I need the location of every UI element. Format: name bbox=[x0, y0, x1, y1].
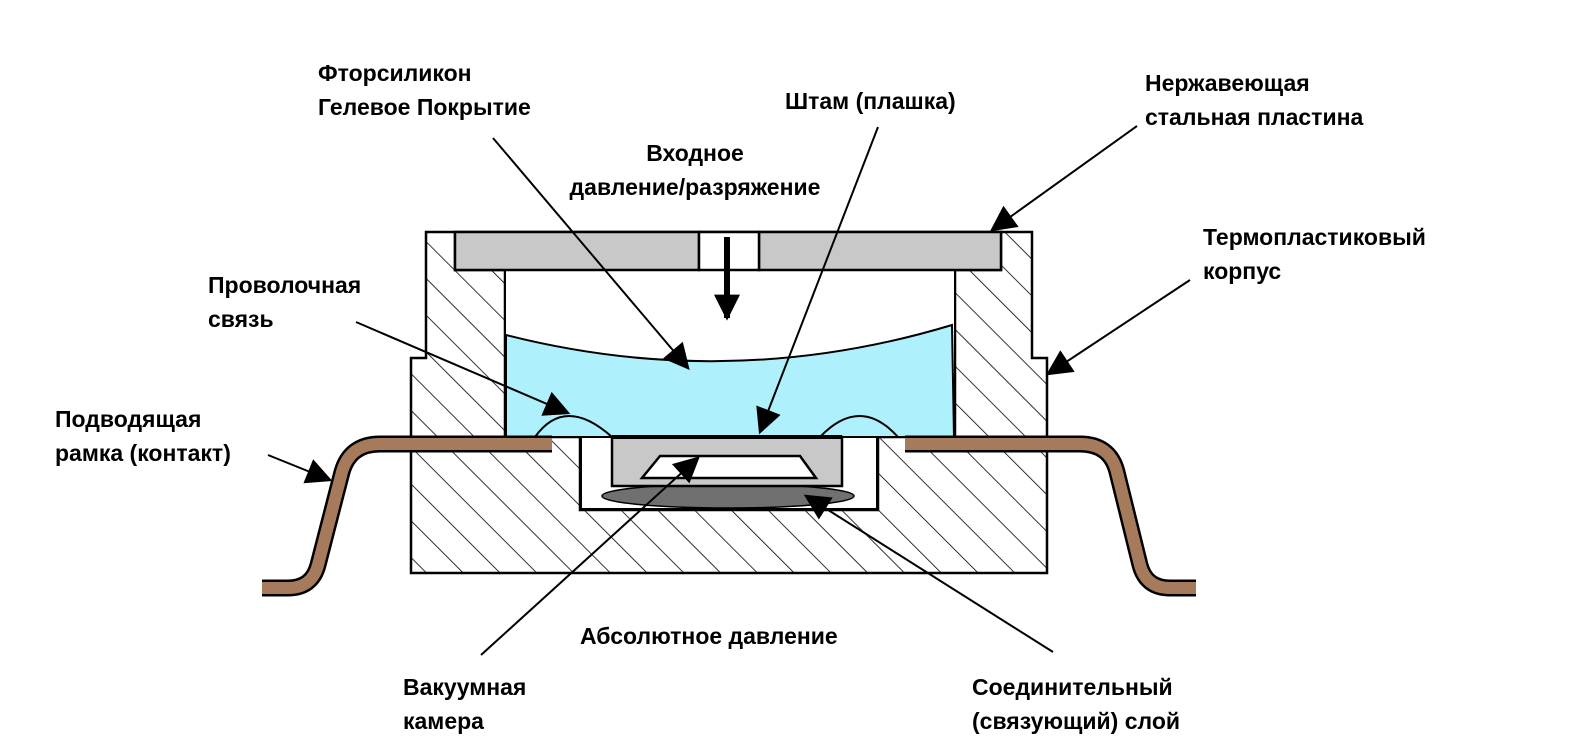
label-thermoplastic-housing: Термопластиковый корпус bbox=[1203, 224, 1426, 284]
label-fluorosilicone-gel: Фторсиликон Гелевое Покрытие bbox=[318, 60, 531, 120]
label-bonding-layer: Соединительный (связующий) слой bbox=[972, 674, 1181, 734]
label-steel-plate: Нержавеющая стальная пластина bbox=[1145, 70, 1364, 130]
steel-plate-right bbox=[757, 230, 1003, 272]
leader-thermoplastic bbox=[1045, 279, 1191, 376]
bonding-layer bbox=[601, 483, 855, 509]
label-absolute-pressure: Абсолютное давление bbox=[580, 623, 838, 649]
wire-bond-left bbox=[534, 415, 613, 438]
leader-gel bbox=[492, 137, 690, 370]
leader-vacuum-chamber bbox=[480, 456, 700, 656]
wire-bond-right bbox=[819, 415, 899, 438]
label-wire-bond: Проволочная связь bbox=[208, 272, 362, 332]
leader-steel-plate bbox=[989, 125, 1138, 232]
gel-coating bbox=[505, 323, 956, 438]
label-die: Штам (плашка) bbox=[785, 88, 956, 114]
label-lead-frame: Подводящая рамка (контакт) bbox=[55, 406, 231, 466]
label-vacuum-chamber: Вакуумная камера bbox=[403, 674, 527, 734]
leader-wire-bond bbox=[355, 321, 571, 416]
leader-bonding-layer bbox=[803, 494, 1054, 653]
leader-die bbox=[756, 126, 879, 435]
leader-lead-frame bbox=[267, 454, 333, 484]
label-input-pressure: Входное давление/разряжение bbox=[569, 140, 821, 200]
